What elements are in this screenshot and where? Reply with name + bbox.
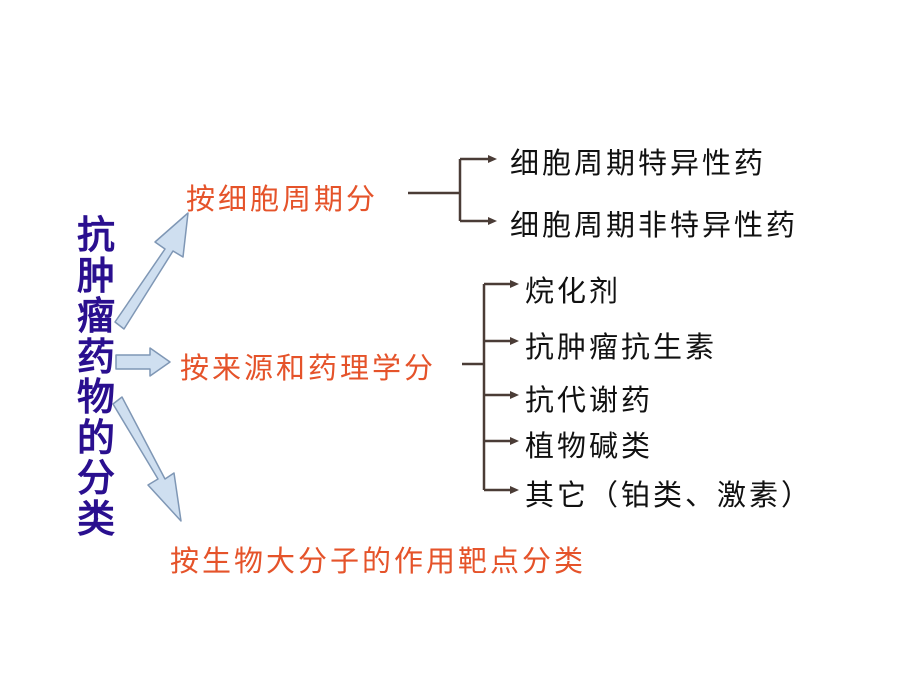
bracket-cell-cycle — [408, 155, 497, 225]
arrowhead — [510, 280, 519, 288]
branch-cell-cycle: 按细胞周期分 — [186, 182, 379, 216]
block-arrow-down — [112, 396, 182, 522]
leaf-antitumor-antibiotics: 抗肿瘤抗生素 — [525, 330, 718, 364]
arrowhead — [510, 437, 519, 445]
arrowhead — [510, 337, 519, 345]
leaf-cell-cycle-specific: 细胞周期特异性药 — [510, 146, 767, 180]
block-arrow-right — [115, 347, 171, 377]
branch-source-pharmacology: 按来源和药理学分 — [180, 351, 437, 385]
arrowhead — [510, 391, 519, 399]
leaf-cell-cycle-nonspecific: 细胞周期非特异性药 — [510, 208, 799, 242]
block-arrow-up — [114, 212, 189, 330]
root-title: 抗肿瘤药物的分类 — [76, 213, 115, 541]
leaf-antimetabolites: 抗代谢药 — [525, 383, 654, 417]
branch-molecular-target: 按生物大分子的作用靶点分类 — [170, 544, 587, 578]
arrowhead — [510, 486, 519, 494]
leaf-alkylating-agents: 烷化剂 — [525, 274, 622, 308]
leaf-plant-alkaloids: 植物碱类 — [525, 429, 654, 463]
arrowhead — [488, 155, 497, 163]
bracket-source-pharmacology — [462, 280, 519, 494]
leaf-others: 其它（铂类、激素） — [525, 478, 814, 512]
arrowhead — [488, 217, 497, 225]
